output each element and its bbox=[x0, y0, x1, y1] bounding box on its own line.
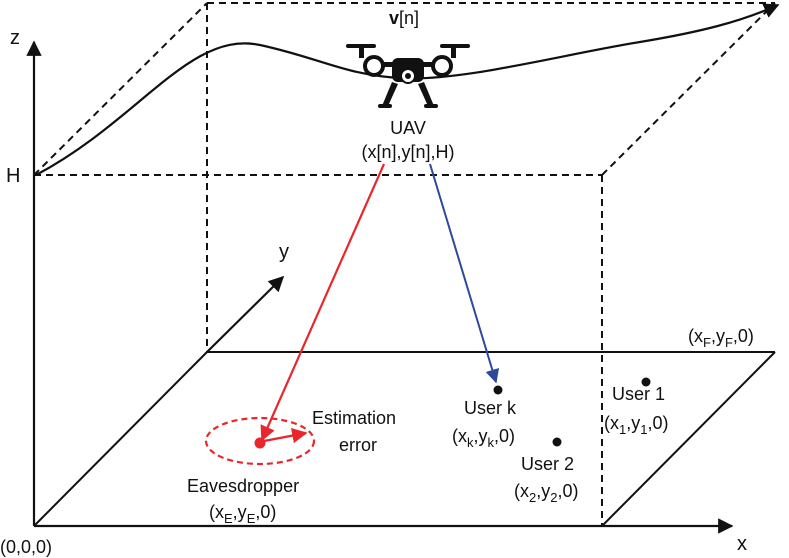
user-k-post: ,0) bbox=[494, 426, 515, 446]
eavesdropper-link-arrow bbox=[260, 163, 386, 442]
user-1-coord-label: (x1,y1,0) bbox=[604, 413, 669, 437]
user-k-coord-label: (xk,yk,0) bbox=[452, 426, 515, 450]
trajectory-label: v[n] bbox=[389, 8, 419, 28]
ground-right-edge bbox=[601, 351, 776, 527]
y-axis bbox=[206, 275, 285, 353]
drone-icon bbox=[346, 44, 470, 108]
user-2-pre: (x bbox=[514, 481, 529, 501]
eaves-pre: (x bbox=[209, 502, 224, 522]
user-k-link-arrow bbox=[429, 163, 500, 384]
flight-volume-box bbox=[33, 2, 776, 526]
user-k-label: User k bbox=[464, 398, 517, 418]
corner-sub1: F bbox=[703, 335, 711, 350]
y-axis-label: y bbox=[279, 241, 289, 263]
height-label: H bbox=[6, 165, 20, 187]
corner-sub2: F bbox=[725, 335, 733, 350]
z-axis-label: z bbox=[10, 27, 20, 49]
eaves-sub2: E bbox=[247, 511, 256, 526]
user-k-mid: ,y bbox=[474, 426, 488, 446]
user-2-sub2: 2 bbox=[550, 490, 557, 505]
box-top-right-edge bbox=[601, 2, 776, 176]
error-label: error bbox=[339, 435, 377, 455]
eavesdropper-label: Eavesdropper bbox=[187, 476, 299, 496]
user-k-marker bbox=[493, 385, 503, 395]
x-axis-label: x bbox=[737, 533, 747, 555]
eaves-sub1: E bbox=[224, 511, 233, 526]
ground-plane bbox=[33, 351, 776, 527]
user-k-sub2: k bbox=[488, 435, 495, 450]
user-1-label: User 1 bbox=[612, 384, 665, 404]
user-1-sub2: 1 bbox=[640, 422, 647, 437]
estimation-label: Estimation bbox=[312, 408, 396, 428]
uav-name-label: UAV bbox=[390, 118, 426, 138]
corner-post: ,0) bbox=[733, 326, 754, 346]
user-1-pre: (x bbox=[604, 413, 619, 433]
corner-mid: ,y bbox=[711, 326, 725, 346]
user-2-mid: ,y bbox=[536, 481, 550, 501]
uav-coord-label: (x[n],y[n],H) bbox=[361, 142, 454, 162]
corner-coord-label: (xF,yF,0) bbox=[688, 326, 754, 350]
user-2-sub1: 2 bbox=[529, 490, 536, 505]
user-k-pre: (x bbox=[452, 426, 467, 446]
box-top-left-edge bbox=[33, 2, 208, 176]
eavesdropper-coord-label: (xE,yE,0) bbox=[209, 502, 276, 526]
axes bbox=[26, 40, 734, 534]
eavesdropper-uncertainty-ellipse bbox=[204, 416, 316, 466]
user-1-sub1: 1 bbox=[619, 422, 626, 437]
user-2-marker bbox=[552, 437, 562, 447]
user-2-post: ,0) bbox=[557, 481, 578, 501]
user-k-sub1: k bbox=[467, 435, 474, 450]
eaves-mid: ,y bbox=[233, 502, 247, 522]
origin-label: (0,0,0) bbox=[0, 537, 52, 557]
eavesdropper-marker bbox=[254, 437, 266, 449]
user-2-label: User 2 bbox=[521, 454, 574, 474]
user-1-post: ,0) bbox=[647, 413, 668, 433]
eaves-post: ,0) bbox=[255, 502, 276, 522]
trajectory-label-bold: v bbox=[389, 8, 399, 28]
trajectory-label-index: [n] bbox=[399, 8, 419, 28]
ground-left-edge bbox=[33, 351, 208, 527]
user-1-mid: ,y bbox=[626, 413, 640, 433]
estimation-error-arrow bbox=[263, 428, 308, 444]
corner-pre: (x bbox=[688, 326, 703, 346]
user-1-marker bbox=[641, 377, 651, 387]
user-2-coord-label: (x2,y2,0) bbox=[514, 481, 579, 505]
